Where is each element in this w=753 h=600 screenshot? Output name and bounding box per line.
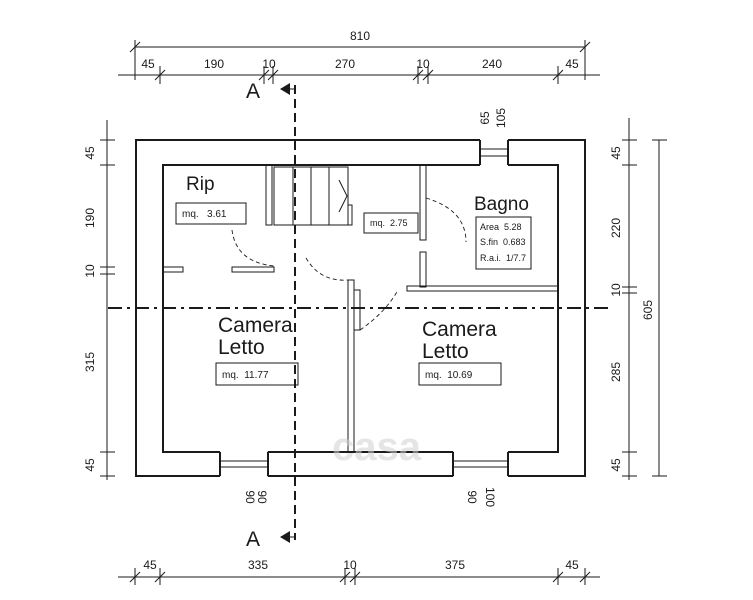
dim-top-seg-6: 240 [482,57,502,71]
dim-top-ticks [154,66,564,84]
window-top-dim-a: 65 [478,111,492,125]
dim-top-seg-3: 10 [262,57,276,71]
section-marker-bottom: A [246,528,260,551]
dim-top-seg-7: 45 [565,57,579,71]
window-bottom-left [220,451,454,477]
dim-left-seg-4: 315 [83,352,97,372]
window-bl-dim-b: 90 [255,490,269,504]
section-cut-a: A A [246,80,296,551]
left-dimension-lines: 45 190 10 315 45 [83,120,115,480]
section-marker-top: A [246,80,260,103]
window-dimension-labels: 65 105 90 90 90 100 [243,108,508,508]
room-camera-left-line1: Camera [218,314,293,337]
dim-right-seg-2: 220 [609,218,623,238]
room-bagno-area: Area 5.28 [480,222,522,232]
room-corridor-area: mq. 2.75 [370,218,408,228]
dim-right-seg-3: 10 [609,283,623,297]
window-top-bagno [480,148,508,157]
room-camera-right-line1: Camera [422,318,497,341]
window-bl-dim-a: 90 [243,490,257,504]
window-bottom-right [453,460,508,468]
dim-top-total: 810 [350,29,370,43]
window-top-dim-b: 105 [494,108,508,128]
dim-bottom-seg-4: 375 [445,558,465,572]
dim-bottom-seg-2: 335 [248,558,268,572]
room-corridor: mq. 2.75 [363,212,419,234]
dim-left-seg-2: 190 [83,208,97,228]
dim-right-total: 605 [641,300,655,320]
window-br-dim-b: 100 [483,487,497,507]
dim-top-seg-2: 190 [204,57,224,71]
room-camera-left-line2: Letto [218,336,265,359]
room-bagno-name: Bagno [474,194,529,215]
dim-left-seg-1: 45 [83,146,97,160]
dim-bottom-seg-5: 45 [565,558,579,572]
room-bagno-rai: R.a.i. 1/7.7 [480,253,526,263]
room-camera-right-area: mq. 10.69 [425,370,473,381]
dim-top-seg-5: 10 [416,57,430,71]
dim-top-seg-1: 45 [141,57,155,71]
room-rip-area: mq. 3.61 [182,209,227,220]
top-dimension-lines: 810 45 190 10 270 10 240 45 [118,29,600,84]
room-camera-right-line2: Letto [422,340,469,363]
room-rip: Rip mq. 3.61 [175,174,247,225]
room-camera-letto-right: Camera Letto mq. 10.69 [418,318,502,386]
bottom-dimension-lines: 45 335 10 375 45 [118,558,600,585]
room-rip-name: Rip [186,174,215,195]
watermark-logo: casa [332,425,422,469]
dim-bottom-seg-1: 45 [143,558,157,572]
room-camera-letto-left: Camera Letto mq. 11.77 [215,314,299,386]
dim-right-seg-4: 285 [609,362,623,382]
dim-left-seg-3: 10 [83,264,97,278]
dim-top-seg-4: 270 [335,57,355,71]
right-dimension-lines: 45 220 10 285 45 605 [609,118,667,480]
window-br-dim-a: 90 [465,490,479,504]
dim-right-seg-5: 45 [609,458,623,472]
dim-bottom-seg-3: 10 [343,558,357,572]
interior-walls [162,164,559,453]
room-camera-left-area: mq. 11.77 [222,370,269,381]
room-bagno: Bagno Area 5.28 S.fin 0.683 R.a.i. 1/7.7 [474,194,532,270]
dim-left-seg-5: 45 [83,458,97,472]
dim-right-seg-1: 45 [609,146,623,160]
door-swings [231,197,467,331]
room-bagno-sfin: S.fin 0.683 [480,237,526,247]
